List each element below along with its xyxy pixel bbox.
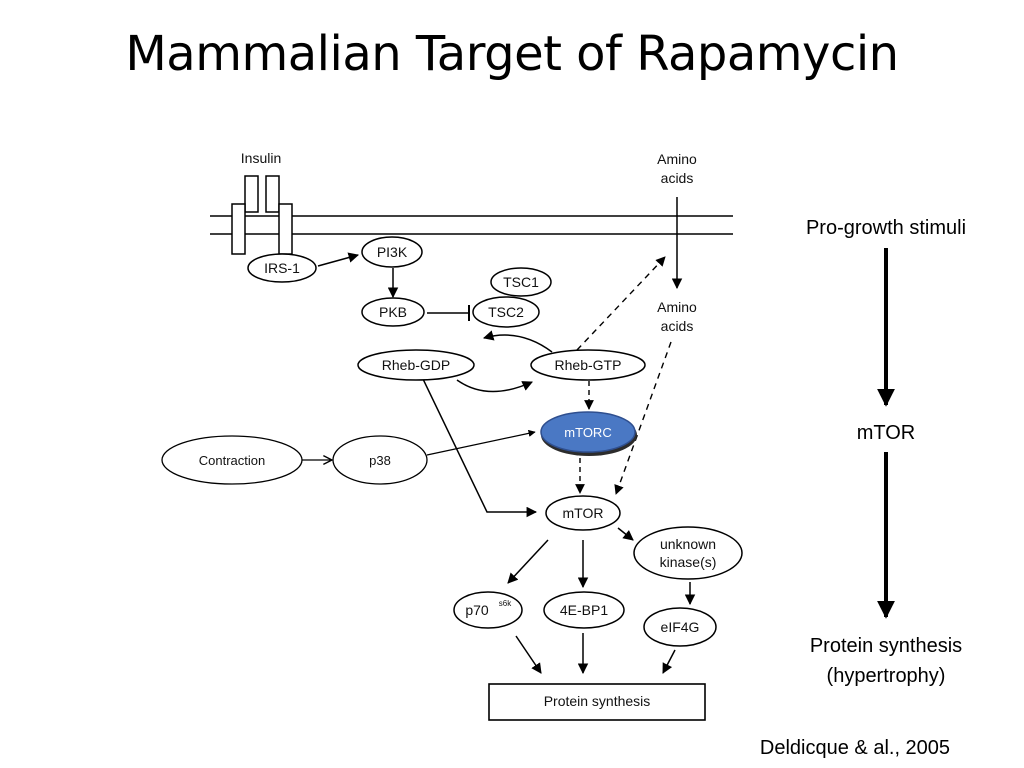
node-rheb-gdp: Rheb-GDP	[357, 349, 475, 381]
4e-bp1-label: 4E-BP1	[560, 602, 608, 618]
slide-title: Mammalian Target of Rapamycin	[125, 26, 899, 82]
citation: Deldicque & al., 2005	[760, 737, 950, 759]
node-contraction: Contraction	[161, 435, 303, 485]
node-rheb-gtp: Rheb-GTP	[530, 349, 646, 381]
node-tsc2: TSC2	[472, 296, 540, 328]
node-p38: p38	[332, 435, 428, 485]
summary-bottom-label-line1: Protein synthesis	[810, 635, 962, 657]
node-mtorc: mTORC	[540, 411, 637, 456]
protein-synthesis-box-label: Protein synthesis	[544, 693, 651, 709]
node-pi3k: PI3K	[361, 236, 423, 268]
node-unknown-kinase: unknown kinase(s)	[633, 526, 743, 580]
insulin-label: Insulin	[241, 150, 281, 166]
node-mtor: mTOR	[545, 495, 621, 531]
eif4g-label: eIF4G	[661, 619, 700, 635]
p70-label: p70	[465, 602, 489, 618]
summary-bottom-label-line2: (hypertrophy)	[827, 665, 946, 687]
irs1-label: IRS-1	[264, 260, 300, 276]
summary-middle-label: mTOR	[857, 422, 916, 444]
insulin-receptor	[231, 175, 293, 255]
unknown-kinase-label-line2: kinase(s)	[660, 554, 717, 570]
amino-acids-mid-label-line1: Amino	[657, 299, 697, 315]
node-pkb: PKB	[361, 297, 425, 327]
contraction-label: Contraction	[199, 453, 265, 468]
cell-membrane	[210, 215, 733, 235]
node-4e-bp1: 4E-BP1	[543, 591, 625, 629]
amino-acids-top-label-line2: acids	[661, 170, 694, 186]
node-protein-synthesis-box: Protein synthesis	[488, 683, 706, 721]
p70-superscript: s6k	[499, 599, 512, 608]
rheb-gtp-to-rheb-gdp-curve	[462, 338, 548, 351]
pkb-label: PKB	[379, 304, 407, 320]
tsc1-label: TSC1	[503, 274, 539, 290]
node-eif4g: eIF4G	[643, 607, 717, 647]
tsc2-label: TSC2	[488, 304, 524, 320]
rheb-gdp-label: Rheb-GDP	[382, 357, 450, 373]
mtorc-label: mTORC	[564, 425, 611, 440]
node-irs1: IRS-1	[247, 253, 317, 283]
node-p70: p70 s6k	[453, 591, 523, 629]
node-tsc1: TSC1	[490, 267, 552, 297]
amino-acids-mid-label-line2: acids	[661, 318, 694, 334]
unknown-kinase-label-line1: unknown	[660, 536, 716, 552]
summary-top-label: Pro-growth stimuli	[806, 217, 966, 239]
pathway-edges	[302, 197, 696, 675]
rheb-gtp-label: Rheb-GTP	[555, 357, 622, 373]
tsc-to-rheb-gdp-arrow	[456, 324, 472, 346]
p38-label: p38	[369, 453, 391, 468]
mtor-label: mTOR	[563, 505, 604, 521]
amino-acids-top-label-line1: Amino	[657, 151, 697, 167]
pi3k-label: PI3K	[377, 244, 408, 260]
